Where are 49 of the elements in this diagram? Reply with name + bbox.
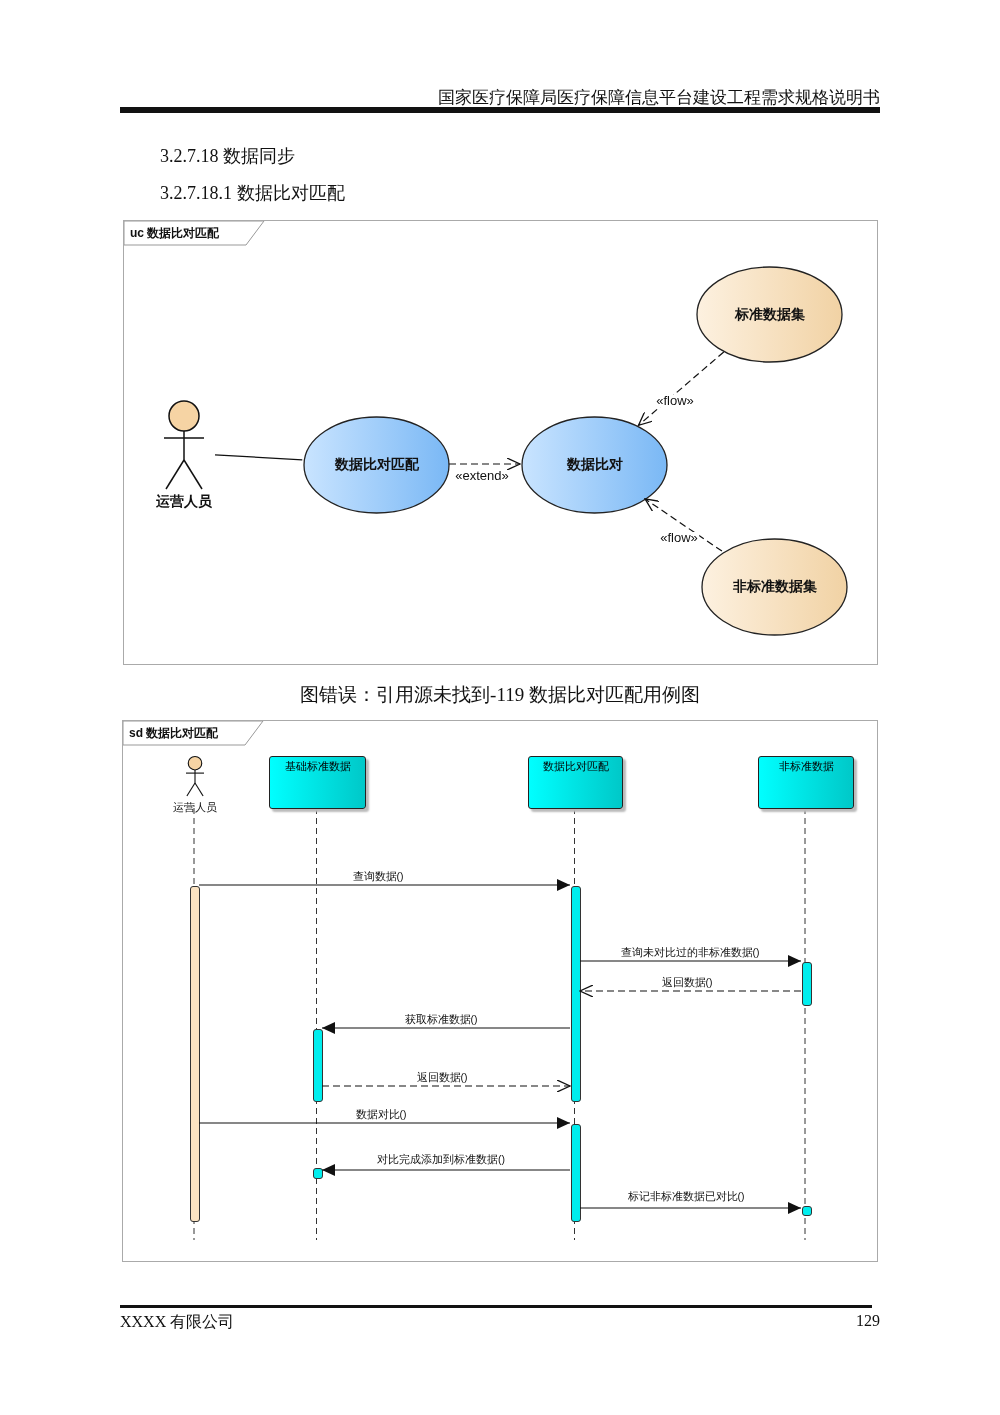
edge-label: «extend» xyxy=(454,470,510,482)
edge-label: 查询未对比过的非标准数据() xyxy=(619,946,761,958)
page-number: 129 xyxy=(856,1312,880,1330)
activation-bar xyxy=(802,962,812,1006)
frame-title: uc 数据比对匹配 xyxy=(130,225,220,242)
message-arrow xyxy=(579,984,802,998)
frame-title: sd 数据比对匹配 xyxy=(129,725,219,742)
edge-label: 查询数据() xyxy=(351,870,405,882)
actor-name: 运营人员 xyxy=(155,493,213,511)
message-arrow xyxy=(579,1202,802,1214)
figure-caption: 图错误：引用源未找到-119 数据比对匹配用例图 xyxy=(299,683,701,707)
message-arrow xyxy=(637,351,725,426)
edge-label: 获取标准数据() xyxy=(403,1013,479,1025)
activation-bar xyxy=(190,886,200,1222)
lifeline-head: 数据比对匹配 xyxy=(528,756,623,809)
lifeline-head: 基础标准数据 xyxy=(269,756,366,809)
edge-label: 对比完成添加到标准数据() xyxy=(376,1153,506,1165)
message-arrow xyxy=(579,955,802,967)
message-arrow xyxy=(198,879,571,891)
message-arrow xyxy=(198,1117,571,1129)
diagram-frame xyxy=(122,720,878,1262)
association-line xyxy=(214,454,303,461)
section-heading: 3.2.7.18.1 数据比对匹配 xyxy=(160,182,345,205)
use-case-name: 标准数据集 xyxy=(733,305,806,324)
actor-name: 运营人员 xyxy=(173,799,217,815)
edge-label: «flow» xyxy=(655,395,695,407)
diagram-frame xyxy=(123,220,878,665)
edge-label: 返回数据() xyxy=(415,1071,469,1083)
page-header: 国家医疗保障局医疗保障信息平台建设工程需求规格说明书 xyxy=(438,87,880,109)
message-arrow xyxy=(448,457,521,471)
section-heading: 3.2.7.18 数据同步 xyxy=(160,145,295,168)
message-arrow xyxy=(321,1079,571,1093)
activation-bar xyxy=(313,1029,323,1102)
activation-bar xyxy=(802,1206,812,1216)
activation-bar xyxy=(571,1124,581,1222)
message-arrow xyxy=(321,1164,571,1176)
edge-label: 数据对比() xyxy=(354,1108,408,1120)
activation-bar xyxy=(313,1168,323,1179)
message-arrow xyxy=(321,1022,571,1034)
use-case-name: 非标准数据集 xyxy=(731,578,818,596)
message-arrow xyxy=(644,498,723,552)
activation-bar xyxy=(571,886,581,1102)
use-case-name: 数据比对 xyxy=(565,456,624,474)
edge-label: 标记非标准数据已对比() xyxy=(626,1190,746,1202)
page-footer: XXXX 有限公司 xyxy=(120,1312,235,1333)
use-case-name: 数据比对匹配 xyxy=(333,456,420,474)
edge-label: 返回数据() xyxy=(660,976,714,988)
lifeline-head: 非标准数据 xyxy=(758,756,854,809)
edge-label: «flow» xyxy=(659,532,699,544)
